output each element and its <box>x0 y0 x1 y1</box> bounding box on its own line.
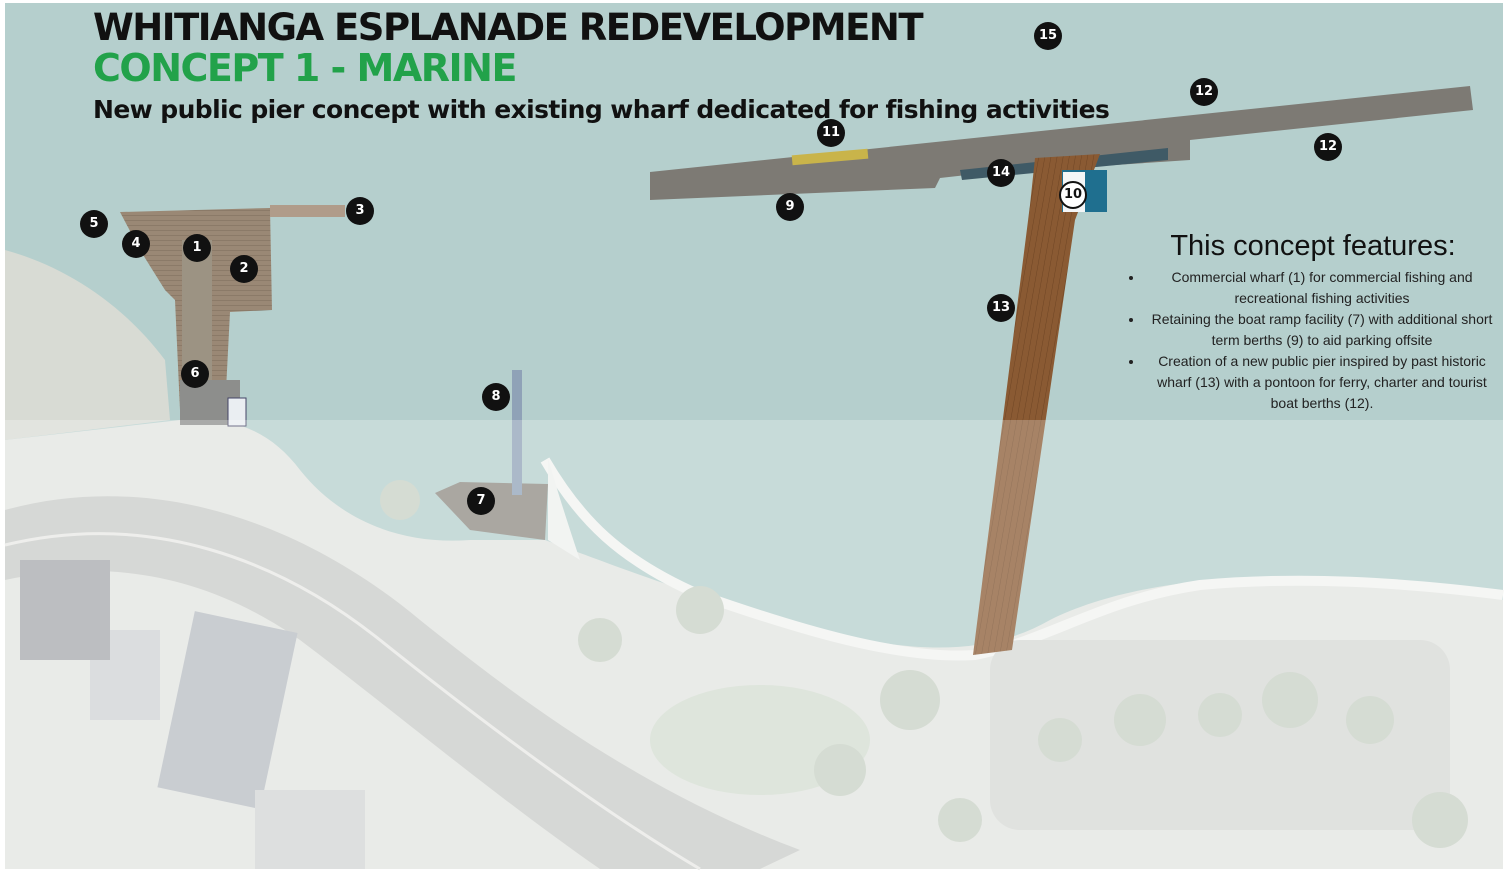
marker-6[interactable]: 6 <box>181 360 209 388</box>
building <box>255 790 365 869</box>
features-heading: This concept features: <box>1170 230 1456 262</box>
marker-14[interactable]: 14 <box>987 159 1015 187</box>
marker-1[interactable]: 1 <box>183 234 211 262</box>
page-title: WHITIANGA ESPLANADE REDEVELOPMENT <box>93 6 924 49</box>
marker-9[interactable]: 9 <box>776 193 804 221</box>
main-pier-deck <box>650 86 1473 200</box>
marker-5[interactable]: 5 <box>80 210 108 238</box>
marker-12-east[interactable]: 12 <box>1314 133 1342 161</box>
marker-15[interactable]: 15 <box>1034 22 1062 50</box>
building <box>20 560 110 660</box>
marker-3[interactable]: 3 <box>346 197 374 225</box>
marker-11[interactable]: 11 <box>817 119 845 147</box>
marker-7[interactable]: 7 <box>467 487 495 515</box>
building <box>157 611 298 810</box>
beach <box>5 250 170 440</box>
road <box>5 496 800 869</box>
features-panel: This concept features: Commercial wharf … <box>1128 230 1498 414</box>
marker-13[interactable]: 13 <box>987 294 1015 322</box>
concept-title: CONCEPT 1 - MARINE <box>93 46 517 90</box>
feature-item: Creation of a new public pier inspired b… <box>1144 351 1498 414</box>
marker-2[interactable]: 2 <box>230 255 258 283</box>
marker-12-north[interactable]: 12 <box>1190 78 1218 106</box>
timber-pier <box>973 154 1100 655</box>
trees <box>380 480 1468 848</box>
marker-8[interactable]: 8 <box>482 383 510 411</box>
marker-10[interactable]: 10 <box>1059 181 1087 209</box>
features-list: Commercial wharf (1) for commercial fish… <box>1128 267 1498 414</box>
boat-ramp <box>435 370 580 560</box>
feature-item: Commercial wharf (1) for commercial fish… <box>1144 267 1498 309</box>
marker-4[interactable]: 4 <box>122 230 150 258</box>
page-subtitle: New public pier concept with existing wh… <box>93 95 1110 124</box>
feature-item: Retaining the boat ramp facility (7) wit… <box>1144 309 1498 351</box>
